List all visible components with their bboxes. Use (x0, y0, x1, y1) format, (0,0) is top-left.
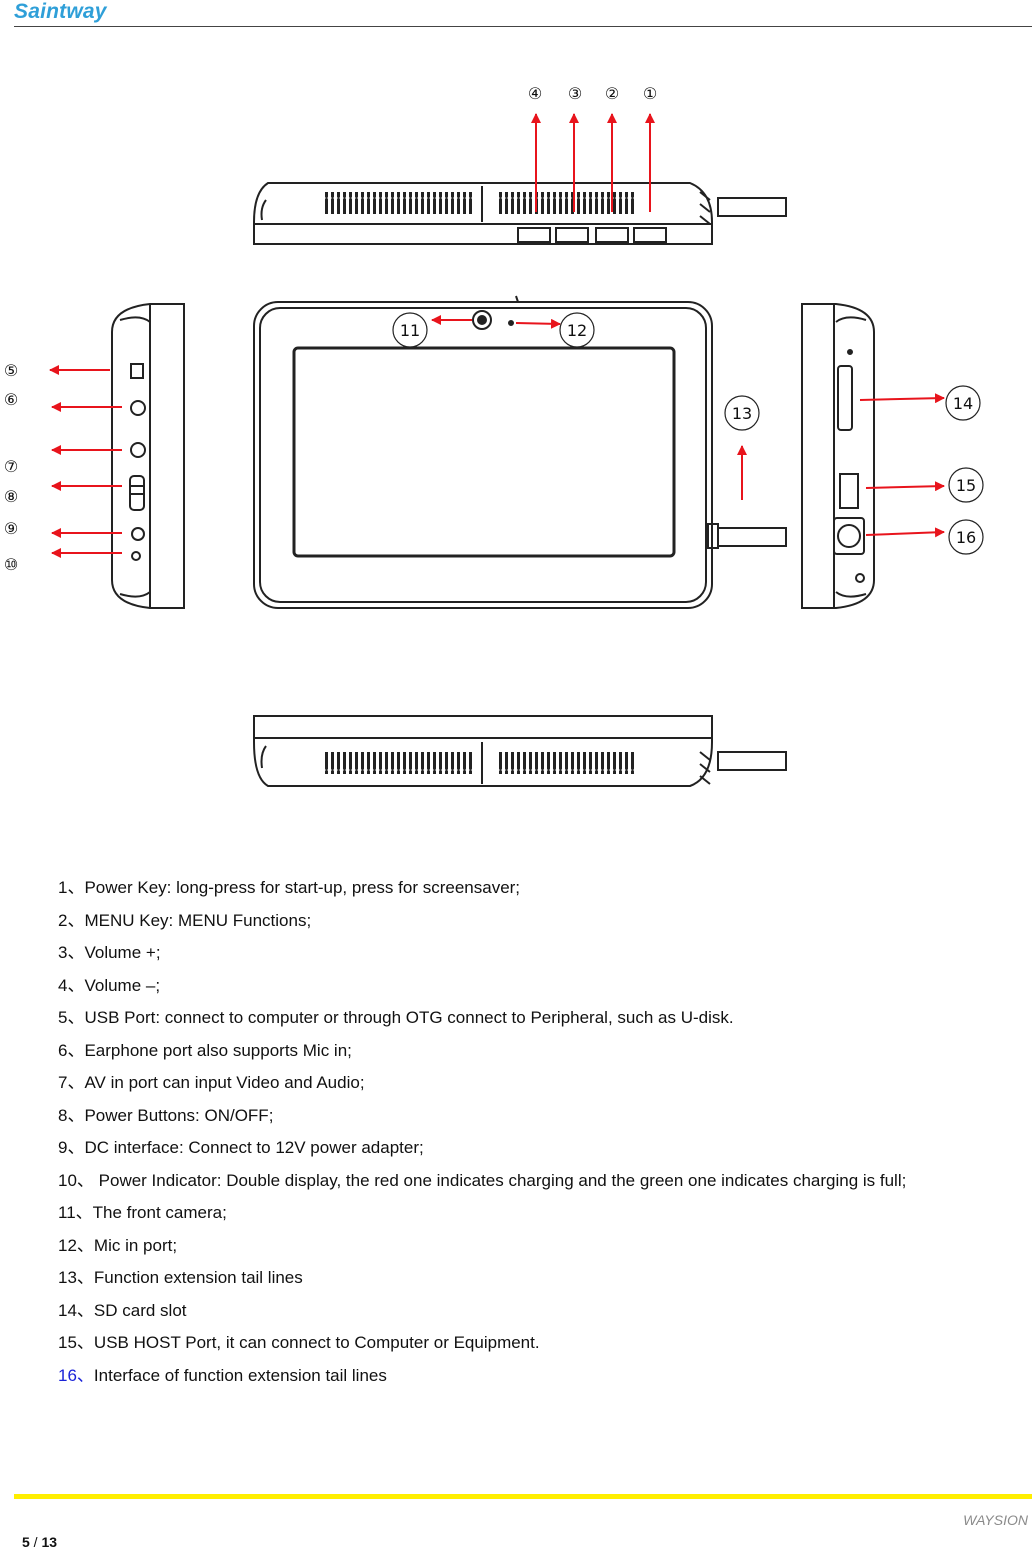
footer-divider (14, 1494, 1032, 1499)
list-item: 8、Power Buttons: ON/OFF; (58, 1100, 1020, 1133)
item-text: MENU Key: MENU Functions; (84, 910, 312, 930)
page-number: 5 / 13 (22, 1534, 57, 1550)
item-number: 6、 (58, 1040, 85, 1060)
item-text: Power Indicator: Double display, the red… (93, 1170, 907, 1190)
page-total: 13 (41, 1534, 58, 1550)
item-text: Earphone port also supports Mic in; (84, 1040, 352, 1060)
device-front-view (253, 295, 787, 609)
item-number: 5、 (58, 1008, 85, 1027)
list-item: 10、 Power Indicator: Double display, the… (58, 1165, 1020, 1198)
list-item: 2、MENU Key: MENU Functions; (58, 905, 1020, 938)
callout-4: ④ (528, 84, 542, 103)
item-number: 4、 (58, 975, 85, 995)
callout-9: ⑨ (4, 519, 18, 538)
list-item: 4、Volume –; (58, 970, 1020, 1003)
list-item: 5、USB Port: connect to computer or throu… (58, 1002, 1020, 1035)
item-number: 12、 (58, 1235, 94, 1255)
item-number: 8、 (58, 1105, 85, 1125)
item-text: USB HOST Port, it can connect to Compute… (93, 1333, 540, 1352)
device-right-side-view (801, 303, 875, 609)
item-number: 13、 (58, 1268, 94, 1287)
item-text: Function extension tail lines (93, 1268, 303, 1287)
callout-14: 14 (953, 394, 973, 413)
page-separator: / (29, 1534, 42, 1550)
item-text: Volume +; (84, 943, 161, 962)
list-item: 7、AV in port can input Video and Audio; (58, 1067, 1020, 1100)
item-text: Power Buttons: ON/OFF; (84, 1105, 274, 1125)
list-item: 11、The front camera; (58, 1197, 1020, 1230)
item-text: Mic in port; (93, 1235, 178, 1255)
device-left-side-view (111, 303, 185, 609)
item-number: 2、 (58, 910, 85, 930)
item-number: 16、 (58, 1365, 94, 1385)
item-text: DC interface: Connect to 12V power adapt… (84, 1138, 424, 1157)
device-bottom-view (253, 715, 787, 787)
item-text: AV in port can input Video and Audio; (84, 1073, 365, 1092)
list-item: 9、DC interface: Connect to 12V power ada… (58, 1132, 1020, 1165)
item-number: 9、 (58, 1138, 85, 1157)
callout-3: ③ (568, 84, 582, 103)
callout-labels: ④ ③ ② ① ⑤ ⑥ ⑦ ⑧ ⑨ ⑩ 11 12 13 14 15 16 (4, 84, 984, 574)
feature-list: 1、Power Key: long-press for start-up, pr… (58, 872, 1020, 1392)
item-text: USB Port: connect to computer or through… (84, 1008, 734, 1027)
list-item: 16、Interface of function extension tail … (58, 1360, 1020, 1393)
item-text: The front camera; (92, 1203, 227, 1222)
item-number: 10、 (58, 1170, 94, 1190)
item-number: 11、 (58, 1203, 93, 1222)
callout-6: ⑥ (4, 390, 18, 409)
callout-2: ② (605, 84, 619, 103)
page-current: 5 (22, 1534, 30, 1550)
item-text: SD card slot (93, 1300, 187, 1320)
callout-11: 11 (400, 321, 420, 340)
callout-arrows (49, 113, 945, 558)
callout-10: ⑩ (4, 555, 18, 574)
list-item: 14、SD card slot (58, 1295, 1020, 1328)
list-item: 12、Mic in port; (58, 1230, 1020, 1263)
callout-13: 13 (732, 404, 752, 423)
item-text: Power Key: long-press for start-up, pres… (84, 878, 521, 897)
list-item: 13、Function extension tail lines (58, 1262, 1020, 1295)
callout-1: ① (643, 84, 657, 103)
footer-brand: WAYSION (963, 1512, 1028, 1528)
callout-5: ⑤ (4, 361, 18, 380)
callout-8: ⑧ (4, 487, 18, 506)
brand-logo: Saintway (14, 0, 107, 23)
item-number: 1、 (58, 878, 85, 897)
list-item: 3、Volume +; (58, 937, 1020, 970)
item-number: 14、 (58, 1300, 94, 1320)
list-item: 15、USB HOST Port, it can connect to Comp… (58, 1327, 1020, 1360)
callout-7: ⑦ (4, 457, 18, 476)
device-diagram: ④ ③ ② ① ⑤ ⑥ ⑦ ⑧ ⑨ ⑩ 11 12 13 14 15 16 (4, 84, 984, 787)
item-number: 7、 (58, 1073, 85, 1092)
callout-16: 16 (956, 528, 976, 547)
list-item: 6、Earphone port also supports Mic in; (58, 1035, 1020, 1068)
item-text: Interface of function extension tail lin… (93, 1365, 387, 1385)
callout-15: 15 (956, 476, 976, 495)
device-top-view (253, 182, 787, 245)
list-item: 1、Power Key: long-press for start-up, pr… (58, 872, 1020, 905)
callout-12: 12 (567, 321, 587, 340)
item-number: 3、 (58, 943, 85, 962)
item-text: Volume –; (84, 975, 161, 995)
header-divider (14, 26, 1032, 27)
item-number: 15、 (58, 1333, 94, 1352)
